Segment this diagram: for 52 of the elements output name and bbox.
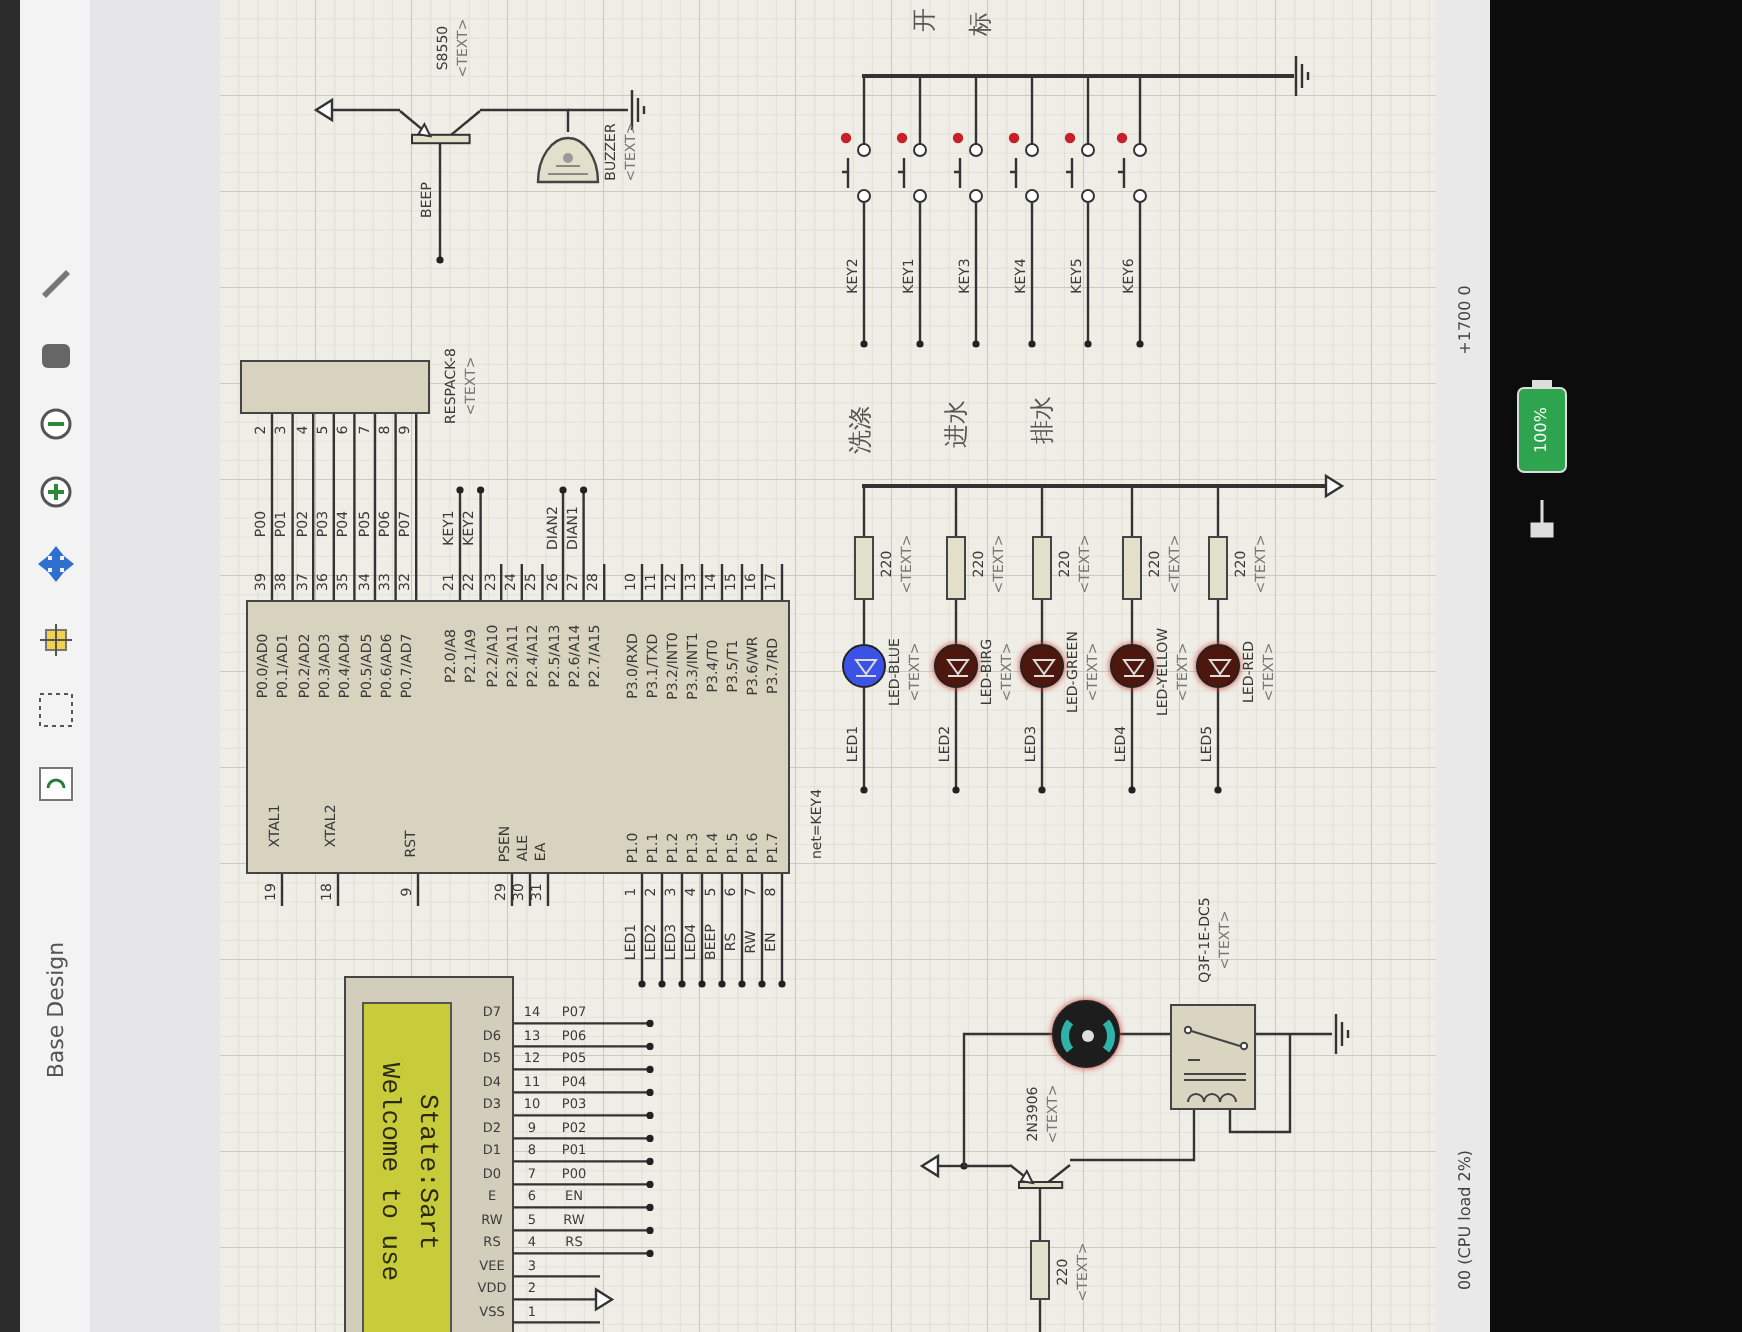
wire	[1086, 78, 1090, 130]
wire	[962, 1032, 1052, 1168]
wire	[974, 78, 978, 130]
wire	[291, 414, 294, 600]
resistor-symbol	[1122, 536, 1142, 600]
wire	[1040, 488, 1044, 536]
wire	[270, 414, 274, 600]
wire	[332, 414, 335, 600]
wire	[862, 600, 866, 644]
wire	[1216, 600, 1220, 644]
wire	[415, 414, 418, 600]
wire	[954, 600, 958, 644]
relay-symbol	[1170, 1004, 1256, 1110]
wire	[1070, 1110, 1196, 1162]
display-text: State:Sart	[415, 1094, 441, 1250]
wire	[1138, 78, 1142, 130]
annotation: 开	[912, 8, 936, 32]
annotation: 洗涤	[848, 406, 872, 454]
panel-title: Base Design	[45, 941, 67, 1079]
wire	[394, 414, 397, 600]
annotation: 排水	[1030, 396, 1054, 444]
wire	[353, 414, 356, 600]
wire	[1216, 488, 1220, 536]
annotation: 标	[968, 12, 992, 36]
wire	[1030, 78, 1034, 130]
resistor-symbol	[1032, 536, 1052, 600]
wire	[862, 78, 866, 130]
wire	[1130, 488, 1134, 536]
resistor-symbol	[1030, 1240, 1050, 1300]
resistor-symbol	[1208, 536, 1228, 600]
wire	[862, 488, 866, 536]
microcontroller-chip	[246, 600, 790, 874]
wire	[954, 488, 958, 536]
wire	[1038, 1200, 1042, 1240]
display-text: Welcome to use	[377, 1062, 403, 1282]
lcd-module	[344, 976, 514, 1332]
wire	[1120, 1032, 1170, 1036]
wire	[312, 414, 315, 600]
annotation: 进水	[944, 400, 968, 448]
wire	[918, 78, 922, 130]
battery-percentage: 100%	[1534, 407, 1550, 453]
resistor-pack	[240, 360, 430, 414]
resistor-symbol	[946, 536, 966, 600]
coordinate-readout: +1700 0	[1458, 285, 1474, 355]
wire	[480, 108, 570, 132]
lcd-screen	[362, 1002, 452, 1332]
wire	[1040, 600, 1044, 644]
resistor-symbol	[854, 536, 874, 600]
status-text: 00 (CPU load 2%)	[1458, 1149, 1474, 1291]
wire	[373, 414, 377, 600]
wire	[1130, 600, 1134, 644]
buzzer-symbol	[536, 132, 600, 184]
